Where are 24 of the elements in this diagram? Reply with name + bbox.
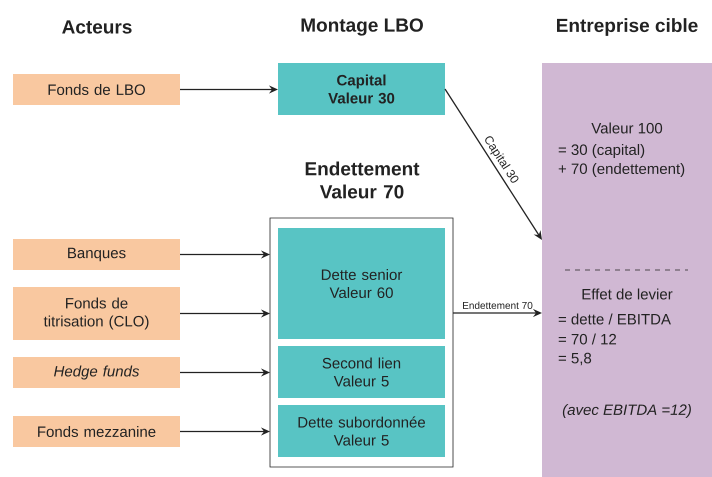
actor-box: Banques — [13, 239, 180, 270]
panel-heading: Entreprise cible — [557, 18, 698, 36]
panel-text: (avec EBITDA =12) — [562, 404, 691, 418]
actor-box: Fonds de titrisation (CLO) — [13, 287, 180, 340]
debt-box: Dette senior Valeur 60 — [278, 228, 445, 339]
panel-text: = 70 / 12 — [558, 334, 616, 344]
panel-text: = 30 (capital) — [558, 144, 644, 158]
panel-text: + 70 (endettement) — [558, 163, 684, 177]
debt-box: Dette subordonnée Valeur 5 — [278, 405, 445, 457]
group-heading: Endettement Valeur 70 — [306, 162, 420, 198]
actor-box: Fonds de LBO — [13, 74, 180, 105]
debt-box: Second lien Valeur 5 — [278, 346, 445, 398]
panel-text: Valeur 100 — [591, 122, 662, 134]
actor-box: Hedge funds — [13, 357, 180, 388]
panel-text: = dette / EBITDA — [558, 314, 671, 324]
debt-group-frame — [270, 218, 454, 468]
edge-label: Endettement 70 — [463, 302, 532, 309]
panel-text: Effet de levier — [582, 288, 672, 300]
panel-text: = 5,8 — [558, 352, 592, 366]
actor-box: Fonds mezzanine — [13, 416, 180, 447]
column-heading: Acteurs — [62, 20, 132, 34]
capital-box: Capital Valeur 30 — [278, 63, 445, 115]
company-panel — [542, 63, 712, 477]
column-heading: Montage LBO — [302, 18, 423, 36]
